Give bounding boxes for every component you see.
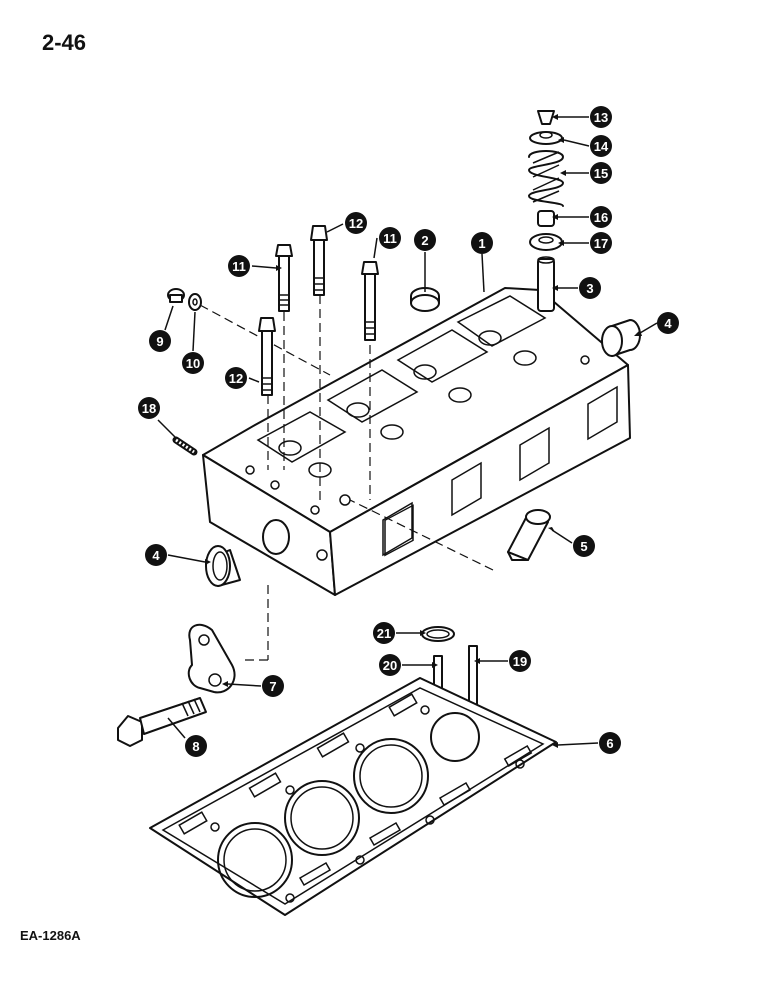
leader-arrowheads (205, 114, 642, 748)
washer-10 (188, 293, 202, 311)
callout-12-top: 12 (345, 212, 367, 234)
callout-6: 6 (599, 732, 621, 754)
callout-4-right: 4 (657, 312, 679, 334)
callout-label: 12 (229, 371, 243, 386)
bolt-8 (117, 697, 207, 747)
callout-label: 4 (664, 316, 672, 331)
valve-guide-3 (537, 256, 555, 312)
cylinder-head (202, 287, 631, 596)
head-gasket-6 (149, 677, 557, 916)
callout-label: 7 (269, 679, 276, 694)
gasket-7 (187, 623, 236, 694)
callout-label: 1 (478, 236, 485, 251)
callout-5: 5 (573, 535, 595, 557)
leader-lines (157, 116, 658, 746)
callout-10: 10 (182, 352, 204, 374)
plug-9 (167, 288, 185, 303)
callout-label: 11 (383, 231, 397, 246)
callout-17: 17 (590, 232, 612, 254)
figure-code: EA-1286A (20, 928, 81, 943)
injector-sleeve-5 (507, 509, 551, 561)
callout-1: 1 (471, 232, 493, 254)
callout-label: 18 (142, 401, 156, 416)
callout-label: 2 (421, 233, 428, 248)
callout-12-left: 12 (225, 367, 247, 389)
ring-21 (421, 626, 455, 642)
seat-17 (529, 233, 563, 251)
callout-label: 20 (383, 658, 397, 673)
callout-19: 19 (509, 650, 531, 672)
callout-label: 11 (232, 259, 246, 274)
callout-14: 14 (590, 135, 612, 157)
callout-15: 15 (590, 162, 612, 184)
callout-4-left: 4 (145, 544, 167, 566)
callout-8: 8 (185, 735, 207, 757)
callout-21: 21 (373, 622, 395, 644)
callout-label: 14 (594, 139, 609, 154)
callout-label: 4 (152, 548, 160, 563)
stud-18 (172, 436, 198, 456)
keeper-13 (537, 110, 555, 125)
callout-label: 6 (606, 736, 613, 751)
callout-label: 5 (580, 539, 587, 554)
callout-11-right: 11 (379, 227, 401, 249)
callout-label: 19 (513, 654, 527, 669)
callout-16: 16 (590, 206, 612, 228)
callout-label: 8 (192, 739, 199, 754)
callout-label: 3 (586, 281, 593, 296)
callout-20: 20 (379, 654, 401, 676)
callout-label: 15 (594, 166, 608, 181)
expansion-plug-4-left (205, 545, 241, 587)
callout-9: 9 (149, 330, 171, 352)
callout-label: 16 (594, 210, 608, 225)
callout-label: 21 (377, 626, 391, 641)
page-number: 2-46 (42, 30, 87, 55)
callout-3: 3 (579, 277, 601, 299)
seal-16 (537, 210, 555, 227)
bolt-12-top (310, 225, 328, 296)
retainer-14 (529, 131, 563, 145)
bolt-11-right (361, 261, 379, 341)
callout-18: 18 (138, 397, 160, 419)
callout-label: 9 (156, 334, 163, 349)
spring-15 (528, 150, 564, 207)
callout-11-left: 11 (228, 255, 250, 277)
callout-7: 7 (262, 675, 284, 697)
bolt-11-left (275, 244, 293, 312)
callout-2: 2 (414, 229, 436, 251)
callout-label: 10 (186, 356, 200, 371)
callout-13: 13 (590, 106, 612, 128)
callout-label: 17 (594, 236, 608, 251)
bolt-12-left (258, 317, 276, 396)
callout-label: 12 (349, 216, 363, 231)
expansion-plug-4-right (601, 319, 641, 357)
callout-label: 13 (594, 110, 608, 125)
